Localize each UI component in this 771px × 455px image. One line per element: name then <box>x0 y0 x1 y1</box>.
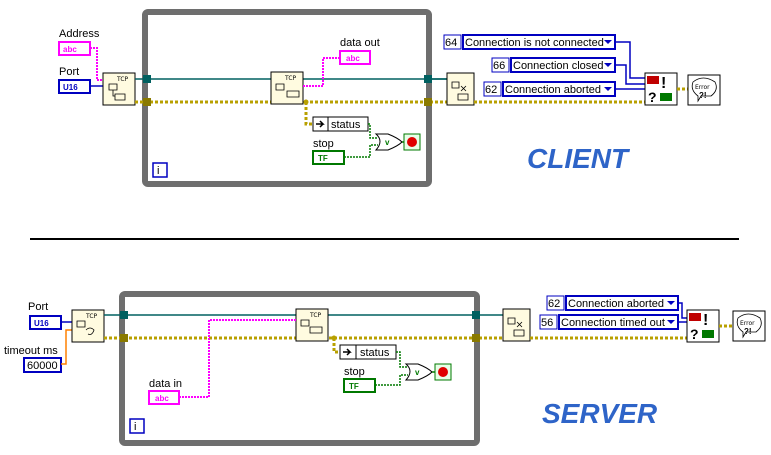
client-error-code-2[interactable] <box>483 81 502 97</box>
server-heading: SERVER <box>542 398 658 429</box>
client-tcp-close-vi[interactable] <box>446 72 475 106</box>
client-port-label: Port <box>59 66 79 78</box>
svg-text:Connection aborted: Connection aborted <box>505 84 601 96</box>
svg-text:?!: ?! <box>744 327 752 336</box>
server-status-label: status <box>360 347 390 359</box>
client-data-out-wire <box>303 57 340 87</box>
server-while-loop[interactable] <box>119 291 480 446</box>
client-heading: CLIENT <box>527 143 631 174</box>
svg-text:v: v <box>415 368 420 377</box>
client-address-wire <box>90 47 104 81</box>
client-data-out-tag: abc <box>346 54 360 63</box>
client-port-tag: U16 <box>63 83 78 92</box>
client-loop-iteration-label: i <box>157 165 159 177</box>
client-error-dropdown-2[interactable] <box>604 87 612 91</box>
svg-text:62: 62 <box>485 84 497 96</box>
client-data-out-label: data out <box>340 37 380 49</box>
client-status-branch-wire <box>304 102 313 126</box>
svg-text:!: ! <box>703 312 708 329</box>
svg-text:Connection closed: Connection closed <box>513 60 604 72</box>
client-error-code-1[interactable] <box>491 57 510 73</box>
server-data-in-tag: abc <box>155 394 169 403</box>
server-error-list: 62 Connection aborted 56 Connection time… <box>539 295 679 330</box>
server-port-tag: U16 <box>34 319 49 328</box>
client-error-dialog-text: Error <box>695 84 710 91</box>
svg-text:Connection is not connected: Connection is not connected <box>465 37 604 49</box>
client-address-tag: abc <box>63 45 77 54</box>
server-stop-tag: TF <box>349 382 359 391</box>
svg-text:Connection aborted: Connection aborted <box>568 298 664 310</box>
server-error-dialog-text: Error <box>740 320 755 327</box>
client-error-tunnel-in <box>143 98 151 106</box>
svg-text:v: v <box>385 138 390 147</box>
client-tcp-read-text: TCP <box>284 75 297 82</box>
svg-text:66: 66 <box>493 60 505 72</box>
server-port-label: Port <box>28 301 48 313</box>
server-timeout-control[interactable] <box>23 357 62 373</box>
server-or-gate[interactable] <box>404 363 433 381</box>
server-error-dropdown-0[interactable] <box>667 301 675 305</box>
svg-text:?: ? <box>690 326 699 342</box>
server-error-code-0[interactable] <box>546 295 565 311</box>
client-error-tunnel-out <box>424 98 432 106</box>
client-or-gate[interactable] <box>374 133 403 151</box>
server-stop-label: stop <box>344 366 365 378</box>
server-data-in-label: data in <box>149 378 182 390</box>
client-loop-iteration-terminal <box>152 162 168 178</box>
svg-text:Connection timed out: Connection timed out <box>561 317 665 329</box>
client-refnum-tunnel-in <box>143 75 151 83</box>
svg-text:?: ? <box>648 89 657 105</box>
svg-text:64: 64 <box>445 37 457 49</box>
server-tcp-write-text: TCP <box>309 312 322 319</box>
svg-text:!: ! <box>661 75 666 92</box>
client-stop-tag: TF <box>318 154 328 163</box>
server-error-dropdown-1[interactable] <box>667 320 675 324</box>
client-error-dropdown-1[interactable] <box>604 63 612 67</box>
server-data-in-wire <box>179 319 296 398</box>
client-error-code-0[interactable] <box>443 34 462 50</box>
server-tcp-listen-text: TCP <box>85 313 98 320</box>
svg-text:62: 62 <box>548 298 560 310</box>
client-address-label: Address <box>59 28 100 40</box>
svg-text:?!: ?! <box>699 91 707 100</box>
svg-text:56: 56 <box>541 317 553 329</box>
client-error-list: 64 Connection is not connected 66 Connec… <box>443 34 616 97</box>
server-timeout-value: 60000 <box>27 360 58 372</box>
client-refnum-tunnel-out <box>424 75 432 83</box>
server-timeout-label: timeout ms <box>4 345 58 357</box>
client-stop-label: stop <box>313 138 334 150</box>
client-tcp-open-text: TCP <box>116 76 129 83</box>
server-error-code-1[interactable] <box>539 314 558 330</box>
client-error-dropdown-0[interactable] <box>604 40 612 44</box>
server-loop-iteration-label: i <box>134 421 136 433</box>
client-status-label: status <box>331 119 361 131</box>
server-loop-iteration-terminal <box>129 418 145 434</box>
